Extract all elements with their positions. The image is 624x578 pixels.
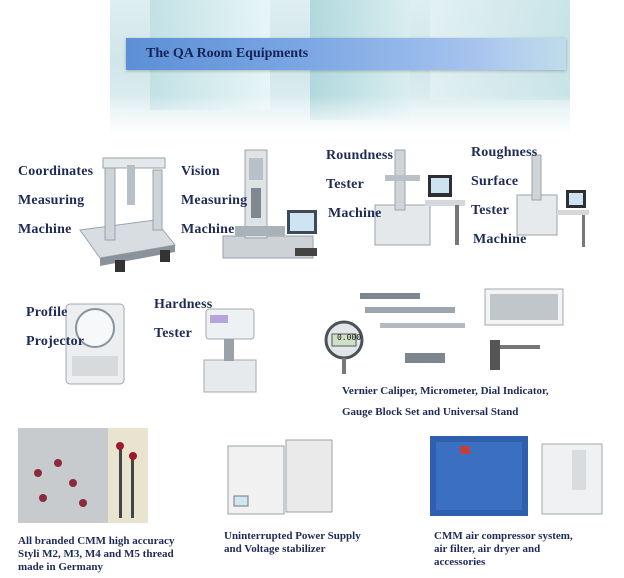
hardness-tester-image	[203, 308, 257, 393]
label-line: Surface	[471, 174, 519, 189]
roughness-label: Roughness Surface Tester Machine	[471, 138, 537, 254]
title-banner	[126, 38, 566, 70]
caption-line: Vernier Caliper, Micrometer, Dial Indica…	[342, 385, 549, 397]
label-line: Machine	[18, 222, 72, 237]
roundness-label: Roundness Tester Machine	[326, 141, 393, 228]
caption-line: Gauge Block Set and Universal Stand	[342, 406, 519, 418]
vision-label: Vision Measuring Machine	[181, 157, 247, 244]
label-line: Machine	[473, 232, 527, 247]
cmm-machine-image	[79, 157, 176, 272]
label-line: Roundness	[326, 148, 394, 163]
hardness-label: Hardness Tester	[154, 290, 212, 348]
gauges-image	[324, 288, 564, 374]
label-line: Tester	[326, 177, 365, 192]
label-line: Projector	[26, 334, 85, 349]
caption-line: CMM air compressor system,	[434, 530, 573, 542]
compressor-caption: CMM air compressor system, air filter, a…	[434, 530, 573, 569]
caption-line: and Voltage stabilizer	[224, 543, 326, 555]
vision-machine-image	[222, 149, 317, 259]
profile-projector-image	[65, 303, 125, 385]
caption-line: accessories	[434, 556, 486, 568]
label-line: Machine	[328, 206, 382, 221]
label-line: Tester	[471, 203, 510, 218]
label-line: Tester	[154, 326, 193, 341]
caption-line: All branded CMM high accuracy	[18, 535, 175, 547]
caption-line: Uninterrupted Power Supply	[224, 530, 361, 542]
gauges-caption: Vernier Caliper, Micrometer, Dial Indica…	[342, 381, 549, 423]
caption-line: air filter, air dryer and	[434, 543, 541, 555]
cmm-label: Coordinates Measuring Machine	[18, 157, 93, 244]
roughness-tester-image	[516, 154, 589, 247]
caption-line: made in Germany	[18, 561, 103, 573]
label-line: Profile	[26, 305, 68, 320]
label-line: Measuring	[181, 193, 248, 208]
ups-caption: Uninterrupted Power Supply and Voltage s…	[224, 530, 361, 556]
dial-reading: 0.000	[336, 333, 362, 342]
ups-image	[227, 439, 333, 515]
label-line: Roughness	[471, 145, 538, 160]
roundness-tester-image	[374, 149, 465, 246]
styli-caption: All branded CMM high accuracy Styli M2, …	[18, 535, 174, 574]
label-line: Machine	[181, 222, 235, 237]
label-line: Coordinates	[18, 164, 94, 179]
profile-label: Profile Projector	[26, 298, 84, 356]
page-title: The QA Room Equipments	[146, 46, 309, 61]
compressor-image	[430, 436, 603, 516]
label-line: Hardness	[154, 297, 213, 312]
caption-line: Styli M2, M3, M4 and M5 thread	[18, 548, 174, 560]
label-line: Measuring	[18, 193, 85, 208]
label-line: Vision	[181, 164, 220, 179]
styli-image	[18, 428, 148, 523]
